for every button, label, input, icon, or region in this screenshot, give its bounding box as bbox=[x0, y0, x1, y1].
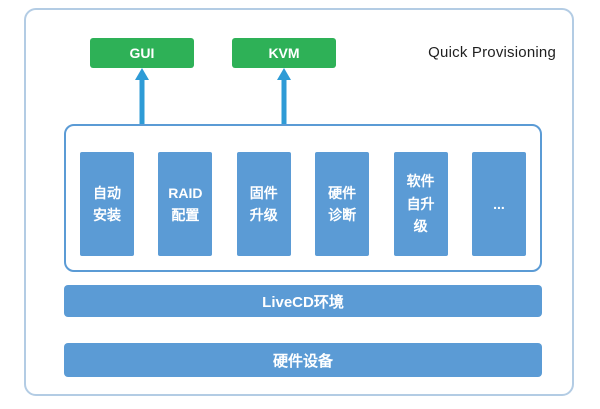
module-firmware-upgrade: 固件 升级 bbox=[236, 152, 291, 256]
module-software-self-upgrade: 软件 自升 级 bbox=[393, 152, 448, 256]
module-auto-install: 自动 安装 bbox=[80, 152, 134, 256]
module-more: ... bbox=[471, 152, 526, 256]
kvm-node: KVM bbox=[232, 38, 336, 68]
module-raid-config: RAID 配置 bbox=[158, 152, 213, 256]
gui-node: GUI bbox=[90, 38, 194, 68]
livecd-layer: LiveCD环境 bbox=[64, 285, 542, 317]
module-hardware-diagnosis: 硬件 诊断 bbox=[315, 152, 370, 256]
modules-container: 自动 安装 RAID 配置 固件 升级 硬件 诊断 软件 自升 级 ... bbox=[64, 124, 542, 272]
outer-frame: Quick Provisioning GUI KVM 自动 安装 RAID 配置… bbox=[24, 8, 574, 396]
diagram-title: Quick Provisioning bbox=[428, 44, 556, 61]
hardware-layer: 硬件设备 bbox=[64, 343, 542, 377]
